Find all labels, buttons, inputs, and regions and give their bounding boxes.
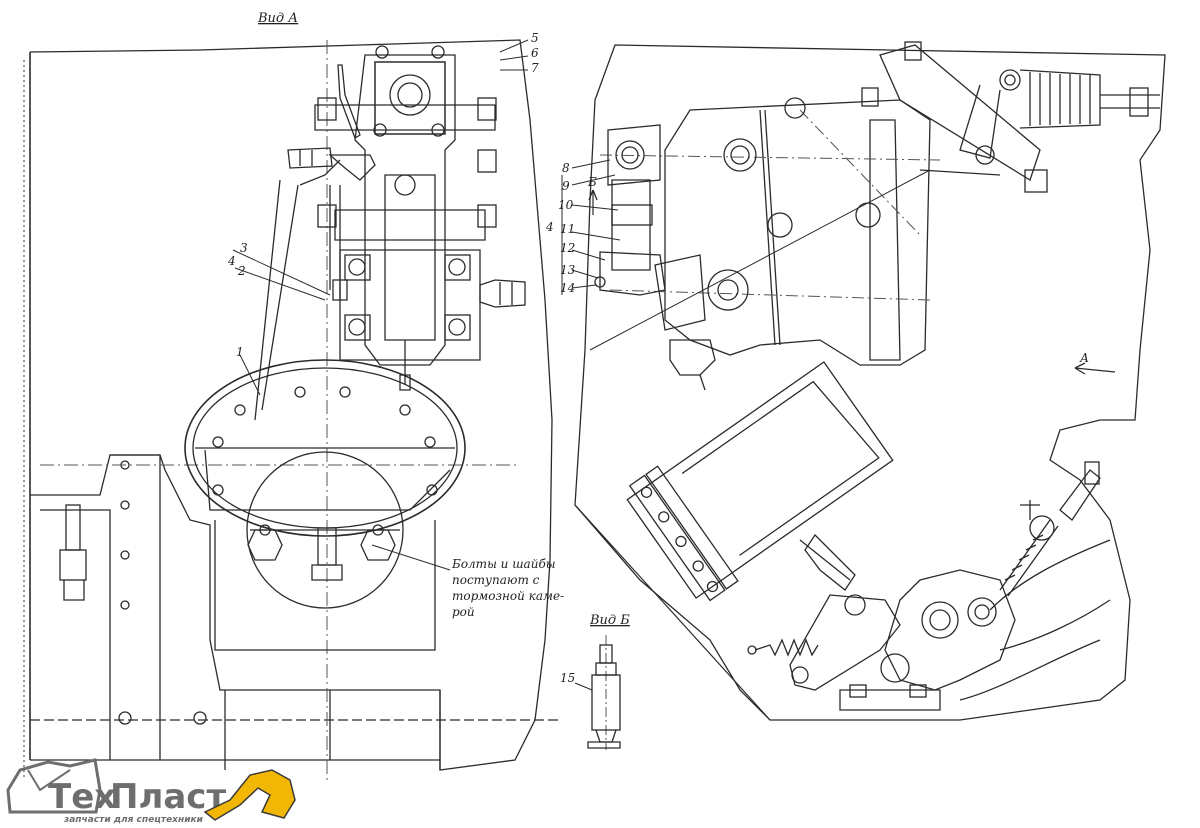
callout-5: 5	[531, 31, 539, 45]
right-view	[561, 41, 1166, 721]
note-line-2: поступают с	[452, 573, 540, 587]
labels: Вид А Вид Б Б А 4 3 2 1 5 6 7 8 9 10 11 …	[227, 11, 1089, 685]
note-line-1: Болты и шайбы	[451, 557, 556, 571]
logo-tagline: запчасти для спецтехники	[63, 815, 204, 825]
view-b-detail	[574, 635, 621, 750]
callout-4-right: 4	[545, 220, 554, 234]
excavator-logo-icon	[203, 769, 296, 821]
callout-2: 2	[237, 264, 246, 278]
callout-8: 8	[562, 161, 570, 175]
direction-a-label: А	[1079, 351, 1089, 365]
view-a-title: Вид А	[257, 11, 298, 26]
callout-12: 12	[560, 241, 575, 255]
callout-14: 14	[560, 281, 575, 295]
callout-4-left: 4	[227, 254, 236, 268]
callout-11: 11	[560, 222, 575, 236]
callout-10: 10	[558, 198, 574, 212]
callout-7: 7	[531, 61, 539, 75]
techplast-logo: Тех Пласт запчасти для спецтехники	[6, 758, 296, 825]
callout-1: 1	[236, 345, 244, 359]
callout-13: 13	[560, 263, 576, 277]
note-line-4: рой	[452, 605, 475, 619]
callout-6: 6	[531, 46, 539, 60]
callout-9: 9	[562, 179, 570, 193]
callout-3: 3	[240, 241, 248, 255]
callout-15: 15	[560, 671, 575, 685]
logo-brand-part1: Тех	[48, 777, 116, 817]
view-b-arrow-label: Б	[587, 175, 597, 189]
view-b-title: Вид Б	[589, 613, 630, 628]
note-line-3: тормозной каме-	[452, 589, 564, 603]
left-view	[23, 39, 560, 780]
truck-logo-icon	[6, 758, 102, 814]
